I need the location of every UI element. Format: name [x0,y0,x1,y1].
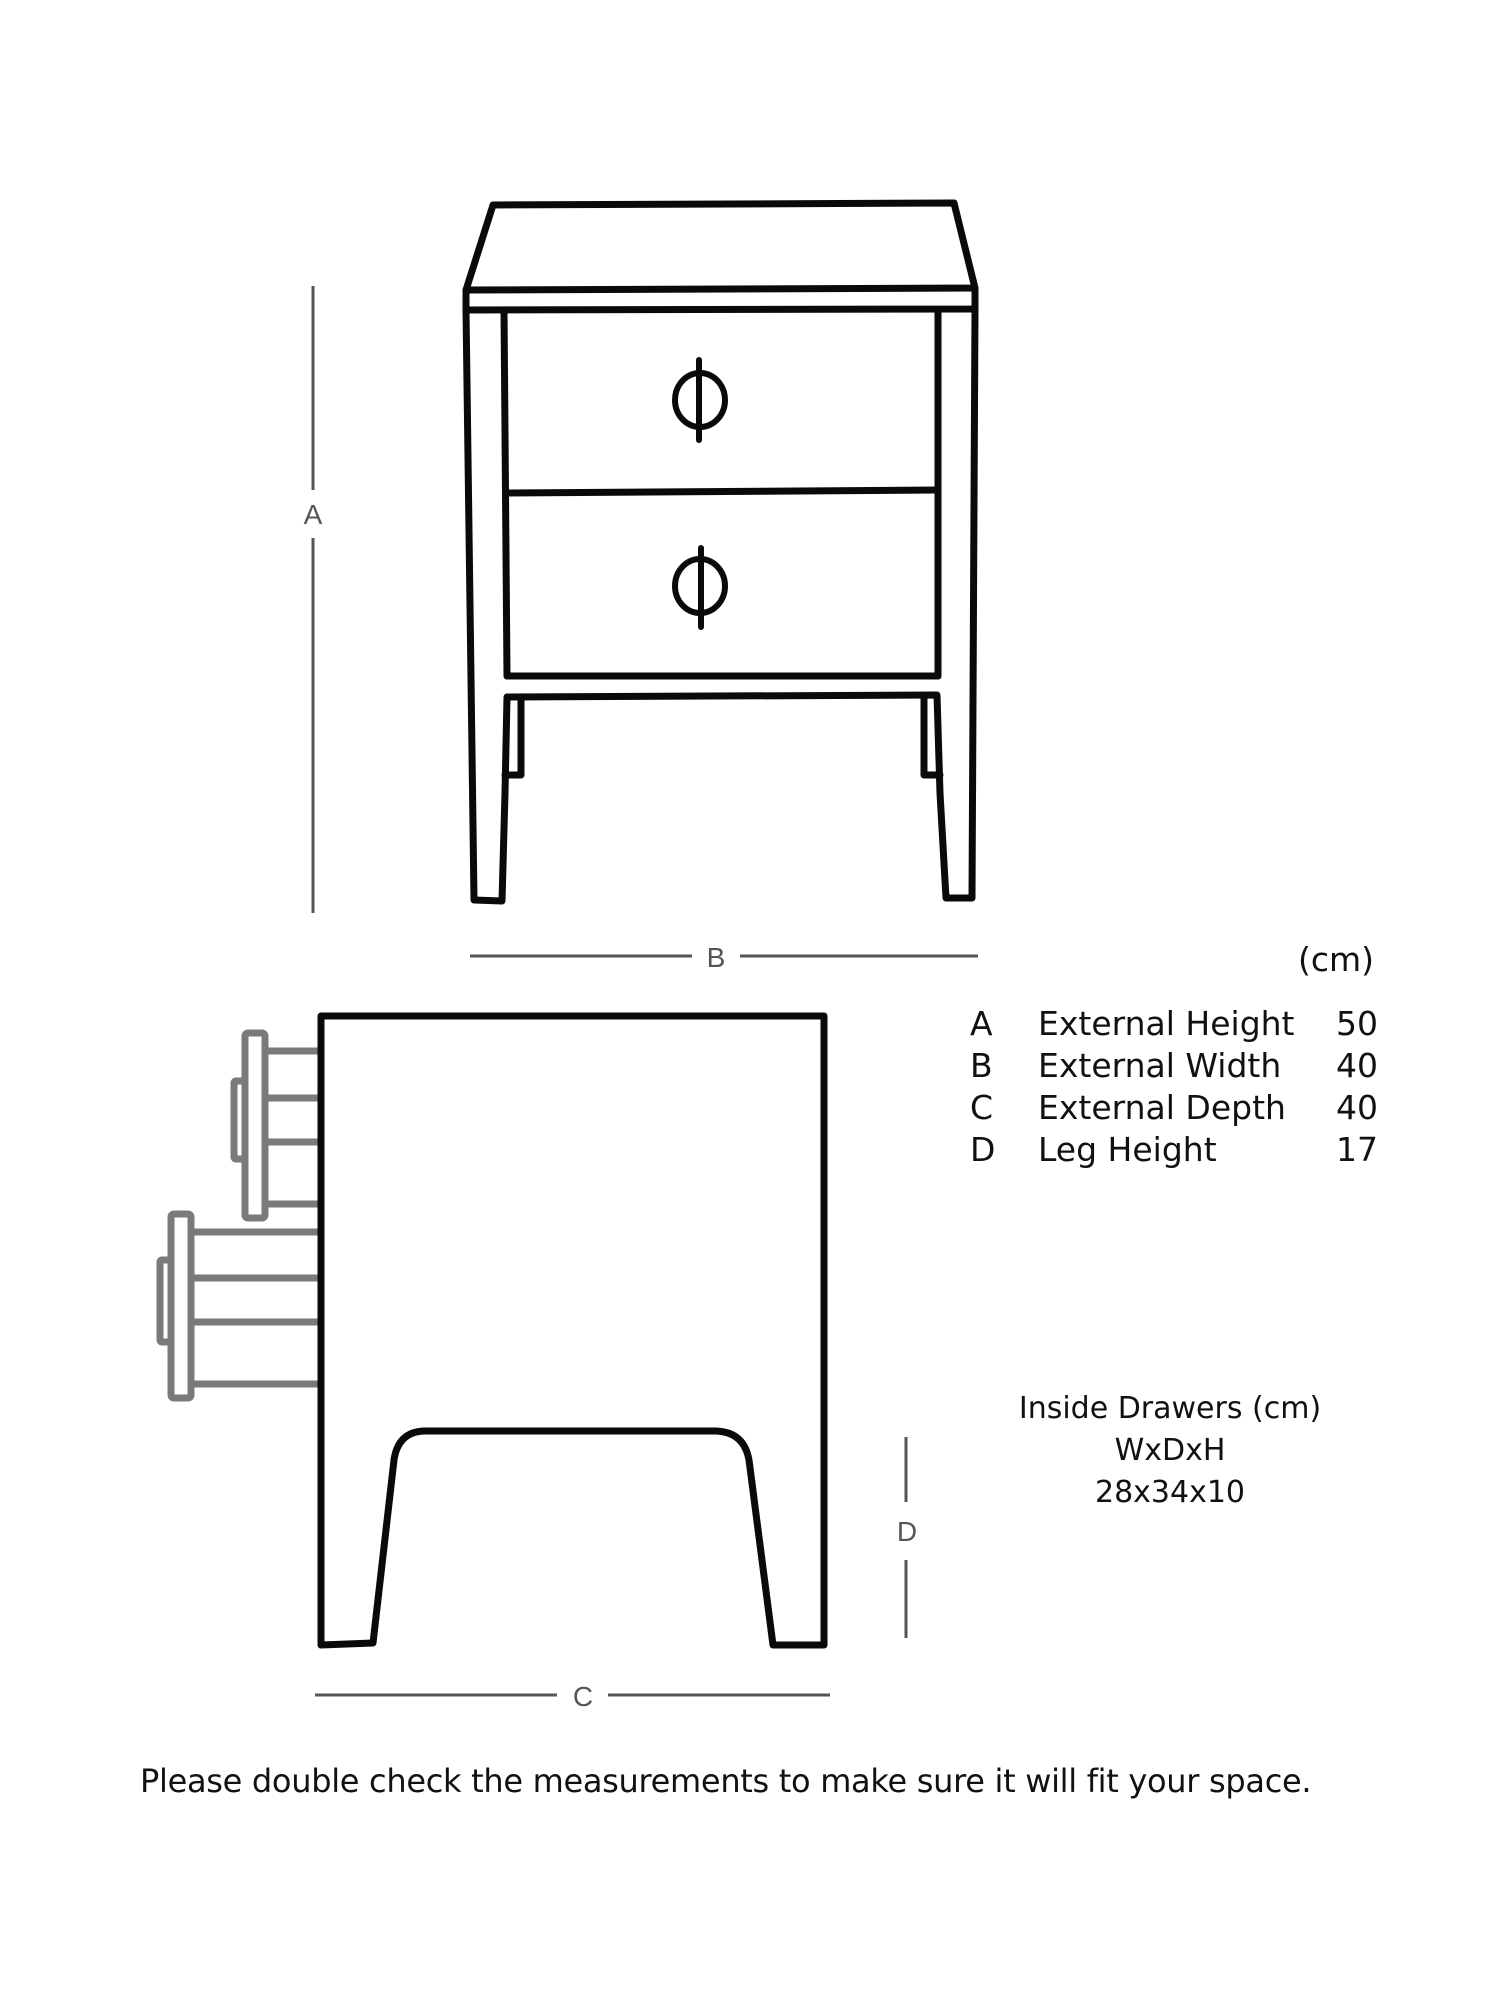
left-post [462,306,509,905]
tabletop-edge [462,284,979,314]
dimension-a-label: A [303,499,323,530]
upper-drawer-handle-icon [672,357,728,443]
spec-letter: C [970,1088,994,1127]
spec-row-leg-height: D Leg Height 17 [970,1129,1390,1171]
upper-open-drawer [230,1029,320,1222]
inside-drawers-info: Inside Drawers (cm) WxDxH 28x34x10 [1000,1388,1340,1514]
dimension-d-label: D [896,1516,918,1547]
measurement-disclaimer: Please double check the measurements to … [140,1762,1312,1800]
inside-drawers-format: WxDxH [1114,1433,1226,1468]
front-view [462,199,979,905]
upper-drawer-handle-side [230,1077,249,1163]
tabletop-surface [462,199,979,294]
spec-value: 17 [1336,1130,1378,1169]
left-leg-notch [501,695,525,779]
spec-letter: B [970,1046,993,1085]
lower-open-drawer [156,1210,320,1402]
dimensions-table: A External Height 50 B External Width 40… [970,1003,1390,1171]
drawer-divider [502,486,942,497]
spec-name: External Height [1038,1004,1295,1043]
lower-rail [501,691,944,797]
lower-drawer-handle-side [156,1256,175,1346]
spec-name: External Depth [1038,1088,1286,1127]
units-label: (cm) [1298,940,1375,979]
right-post [936,305,979,902]
spec-row-external-width: B External Width 40 [970,1045,1390,1087]
spec-row-external-depth: C External Depth 40 [970,1087,1390,1129]
lower-drawer-handle-icon [672,545,728,630]
spec-name: Leg Height [1038,1130,1217,1169]
dimension-c-label: C [572,1681,594,1712]
spec-row-external-height: A External Height 50 [970,1003,1390,1045]
spec-letter: D [970,1130,996,1169]
side-panel-outline [317,1012,828,1649]
spec-letter: A [970,1004,993,1043]
side-view [156,1012,828,1649]
spec-value: 40 [1336,1088,1378,1127]
spec-value: 50 [1336,1004,1378,1043]
right-leg-notch [920,693,944,779]
spec-name: External Width [1038,1046,1282,1085]
inside-drawers-value: 28x34x10 [1094,1475,1246,1510]
spec-value: 40 [1336,1046,1378,1085]
dimension-b-label: B [706,942,726,973]
inside-drawers-title: Inside Drawers (cm) [1018,1391,1322,1426]
